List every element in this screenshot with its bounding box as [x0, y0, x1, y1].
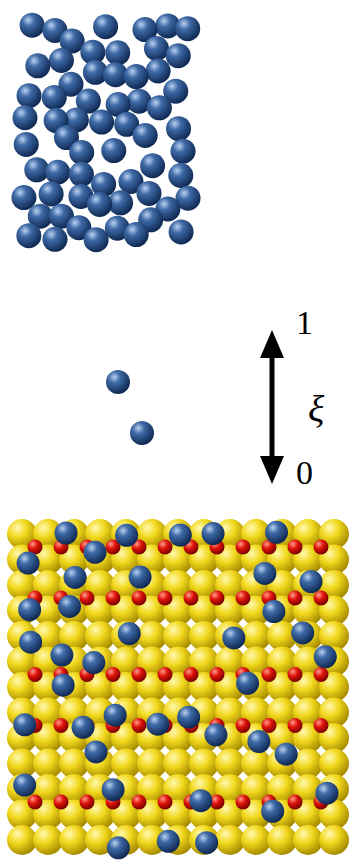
gas-cluster	[11, 13, 200, 253]
axis-value: 1	[296, 306, 313, 340]
coordinate-arrow	[260, 330, 284, 484]
axis-value: 0	[296, 456, 313, 490]
surface-slab	[7, 519, 349, 859]
desorbing-atoms	[106, 370, 154, 445]
axis-symbol: ξ	[308, 390, 324, 428]
